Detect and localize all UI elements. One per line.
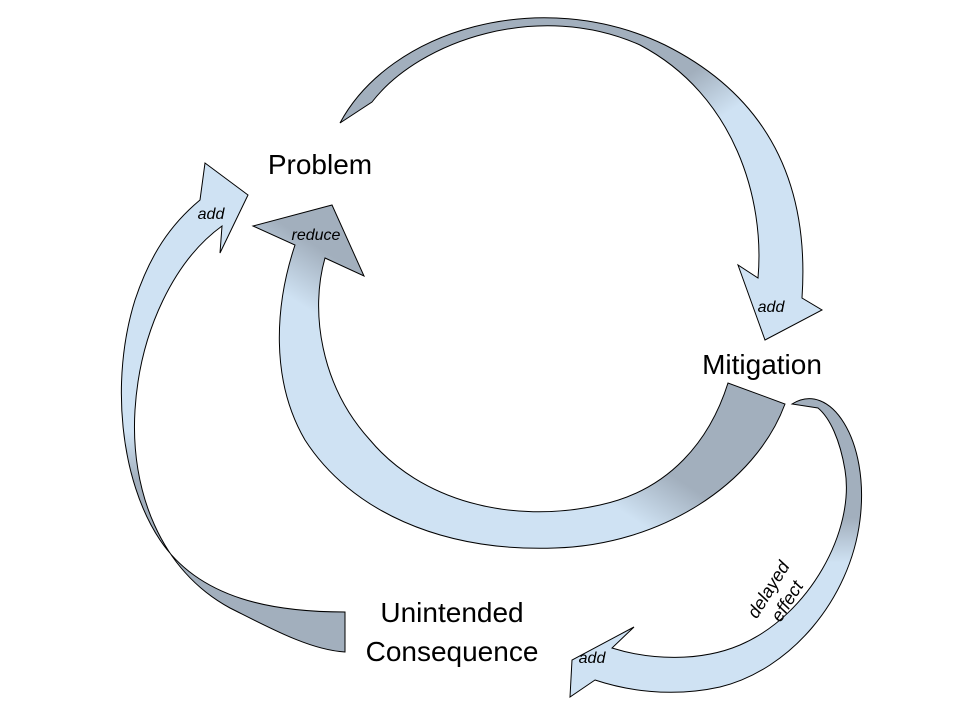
node-problem: Problem [268, 149, 372, 180]
edge-label-add-mitigation: add [758, 299, 786, 316]
arrow-mitigation-to-consequence [569, 398, 862, 698]
arrow-mitigation-to-problem [251, 204, 786, 549]
arrow-problem-to-mitigation [339, 17, 824, 341]
node-unintended-line1: Unintended [380, 597, 523, 628]
arrow-consequence-to-problem [120, 162, 346, 653]
edge-label-add-problem: add [198, 206, 226, 223]
edge-label-add-consequence: add [579, 650, 607, 667]
edge-label-reduce: reduce [292, 227, 341, 244]
node-unintended-line2: Consequence [366, 636, 539, 667]
node-mitigation: Mitigation [702, 349, 822, 380]
